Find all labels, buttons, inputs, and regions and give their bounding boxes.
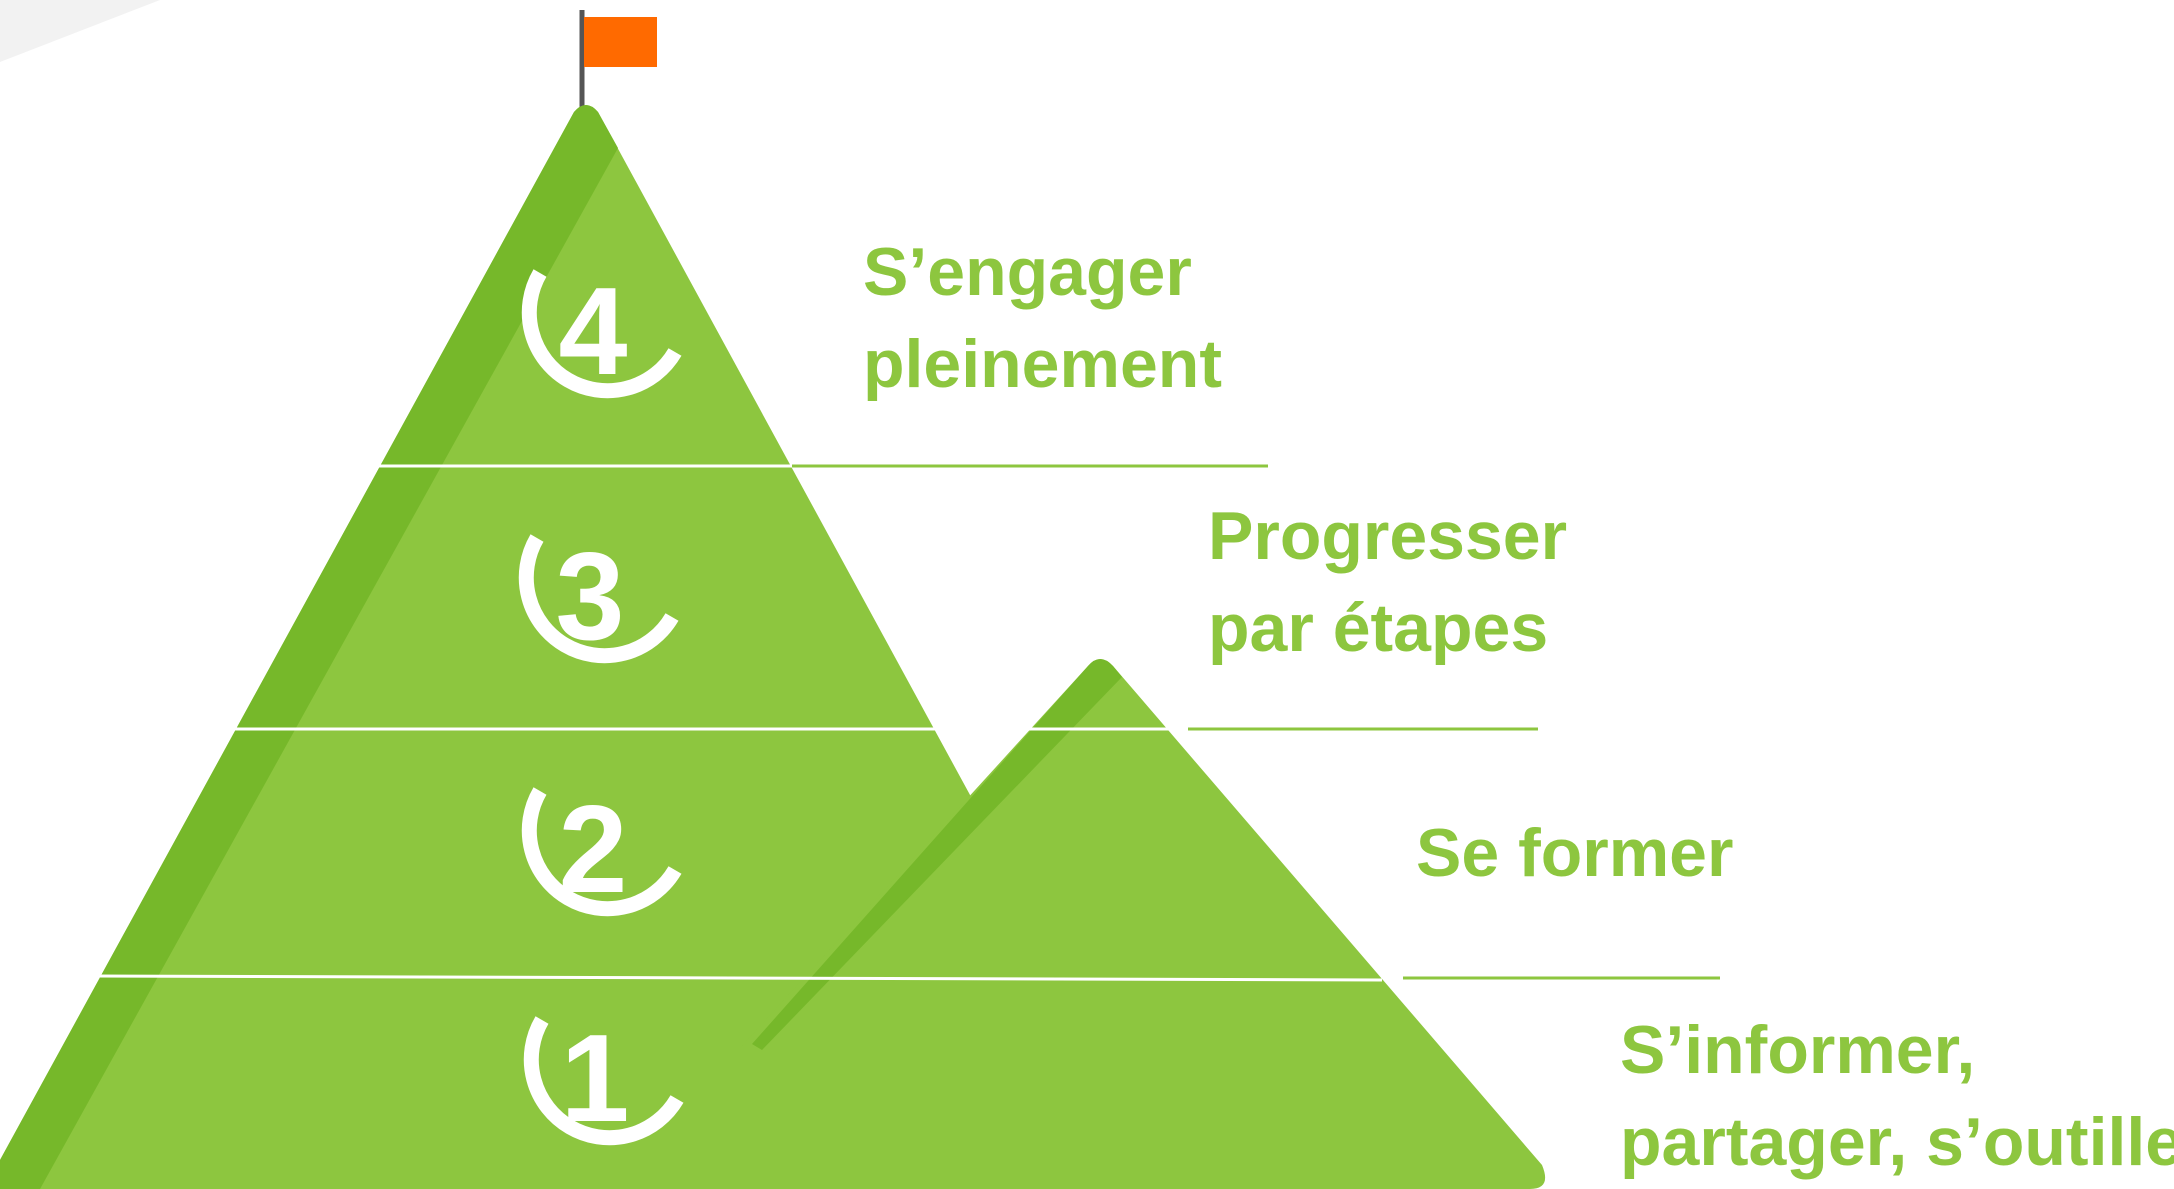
step-label-line: partager, s’outiller — [1620, 1104, 2174, 1180]
step-label-line: S’informer, — [1620, 1012, 1976, 1088]
step-badge-1: 1 — [523, 1010, 684, 1148]
progress-ring-icon — [521, 269, 682, 399]
divider-line — [94, 974, 1383, 982]
step-label-line: Progresser — [1208, 498, 1568, 574]
small-mountain — [740, 659, 1546, 1189]
big-mountain — [0, 105, 1000, 1189]
flag-icon — [584, 17, 657, 67]
step-label-line: par étapes — [1208, 590, 1549, 666]
step-label-4: S’engager pleinement — [863, 226, 1222, 410]
step-number: 3 — [556, 528, 625, 666]
step-number: 2 — [559, 781, 628, 919]
step-label-3: Progresser par étapes — [1208, 490, 1567, 674]
step-badge-2: 2 — [521, 781, 682, 919]
step-label-2: Se former — [1416, 807, 1733, 899]
step-label-line: Se former — [1416, 815, 1734, 891]
corner-decoration — [0, 0, 160, 62]
step-number: 4 — [559, 263, 628, 401]
step-badge-3: 3 — [518, 528, 679, 666]
progress-ring-icon — [518, 534, 679, 664]
progress-ring-icon — [521, 787, 682, 917]
progress-ring-icon — [523, 1016, 684, 1146]
step-badge-4: 4 — [521, 263, 682, 401]
step-label-line: pleinement — [863, 326, 1222, 402]
big-mountain-shade — [0, 105, 618, 1189]
step-label-line: S’engager — [863, 234, 1192, 310]
step-label-1: S’informer, partager, s’outiller — [1620, 1004, 2174, 1188]
step-number: 1 — [561, 1010, 630, 1148]
small-mountain-shade — [752, 659, 1122, 1050]
